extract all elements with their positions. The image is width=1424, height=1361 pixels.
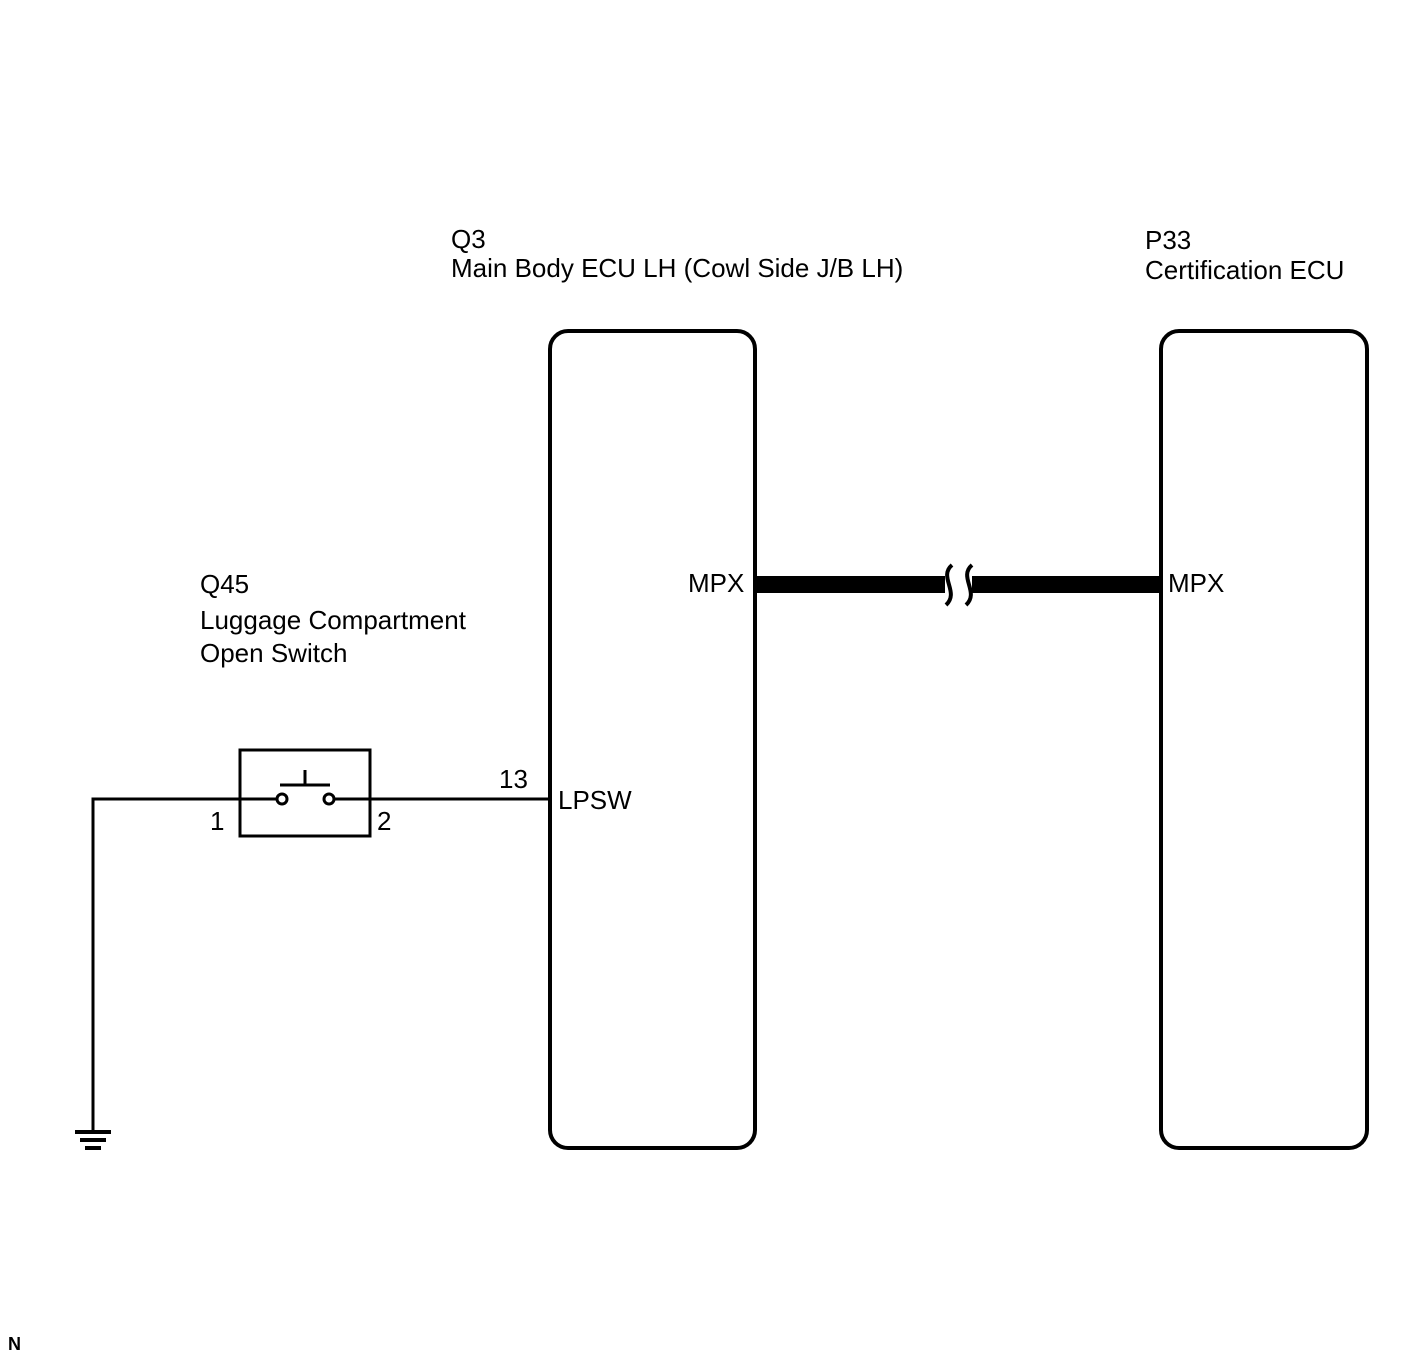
certification-ecu-code: P33 bbox=[1145, 225, 1192, 255]
switch-code: Q45 bbox=[200, 569, 250, 599]
lpsw-terminal: LPSW bbox=[558, 785, 632, 815]
main-body-ecu-code: Q3 bbox=[451, 224, 486, 254]
push-switch-icon bbox=[240, 770, 370, 806]
switch-pin-2: 2 bbox=[377, 806, 392, 836]
corner-mark: N bbox=[8, 1334, 21, 1354]
main-ecu-mpx-terminal: MPX bbox=[688, 568, 745, 598]
main-body-ecu-box bbox=[548, 329, 757, 1150]
luggage-switch-box bbox=[238, 748, 372, 838]
mpx-bus-wire bbox=[755, 563, 1161, 607]
lpsw-pin-number: 13 bbox=[499, 764, 528, 794]
switch-pin-1: 1 bbox=[210, 806, 225, 836]
main-body-ecu-name: Main Body ECU LH (Cowl Side J/B LH) bbox=[451, 253, 904, 283]
certification-ecu-name: Certification ECU bbox=[1145, 255, 1345, 285]
switch-name-line2: Open Switch bbox=[200, 638, 348, 668]
ground-wire bbox=[91, 797, 240, 1131]
switch-name-line1: Luggage Compartment bbox=[200, 605, 466, 635]
certification-ecu-box bbox=[1159, 329, 1369, 1150]
ground-icon bbox=[75, 1130, 111, 1150]
cert-ecu-mpx-terminal: MPX bbox=[1168, 568, 1225, 598]
